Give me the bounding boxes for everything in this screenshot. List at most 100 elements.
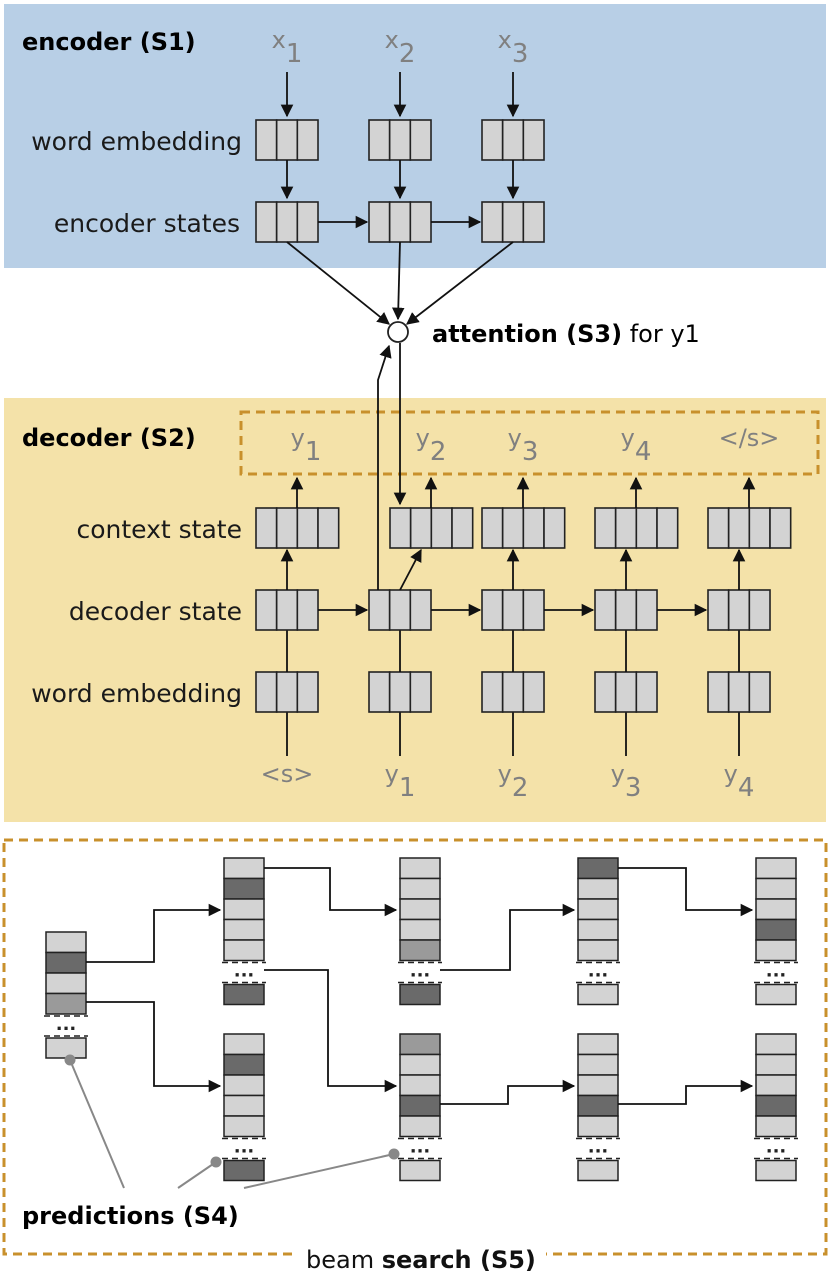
prediction-cell [577,1115,619,1138]
beam-top-step2: ... [398,857,442,1006]
prediction-cell [755,1053,797,1076]
vector-cell [501,507,525,549]
beam-bottom-step2: ... [398,1033,442,1182]
decoder-context-vector [255,507,340,549]
attention-node [387,321,409,343]
decoder-title: decoder (S2) [22,424,196,452]
encoder-row-label-word-embedding: word embedding [31,127,242,156]
prediction-pointer [177,1161,217,1189]
prediction-cell [577,1053,619,1076]
vector-cell [635,507,658,549]
decoder-context-vector [594,507,679,549]
decoder-input-3: y2 [498,760,529,803]
encoder-input-3: x3 [498,26,529,69]
prediction-cell [755,1115,797,1138]
vector-cell [409,507,433,549]
decoder-to-context-arrow [399,548,422,591]
vector-cell [707,671,730,713]
vector-cell [543,507,566,549]
ellipsis: ... [766,1137,787,1158]
vector-cell [388,201,412,243]
prediction-cell [399,1094,441,1117]
beam-edge [440,1079,576,1105]
prediction-cell [223,1159,265,1182]
vector-cell [635,589,658,631]
prediction-cell [223,983,265,1006]
decoder-input-2: y1 [385,760,416,803]
vector-cell [255,119,278,161]
attention-arrow [286,241,390,325]
decoder-input-1: <s> [261,760,314,788]
encoder-input-2: x2 [385,26,416,69]
vector-cell [522,119,545,161]
prediction-cell [577,877,619,900]
beam-top-step3: ... [576,857,620,1006]
prediction-cell [755,898,797,921]
vector-cell [727,671,751,713]
vector-cell [727,507,751,549]
vector-cell [409,671,432,713]
decoder-embedding-vector [481,671,545,713]
beam-edge [264,969,398,1093]
predictions-label: predictions (S4) [22,1202,239,1230]
decoder-embedding-vector [368,671,432,713]
vector-cell [430,507,453,549]
encoder-state-vector [255,201,319,243]
prediction-cell [755,1074,797,1097]
ellipsis: ... [234,961,255,982]
encoder-cells [255,72,545,325]
prediction-cell [399,939,441,962]
prediction-cell [399,1033,441,1056]
prediction-cell [755,877,797,900]
vector-cell [522,507,545,549]
vector-cell [389,507,412,549]
decoder-input-5: y4 [724,760,755,803]
vector-cell [409,201,432,243]
beam-search-label: beam search (S5) [306,1246,536,1274]
prediction-cell [577,918,619,941]
decoder-context-vector [481,507,566,549]
vector-cell [656,507,679,549]
vector-cell [707,507,730,549]
decoder-output-5: </s> [719,424,780,452]
vector-cell [501,671,525,713]
encoder-embedding-vector [368,119,432,161]
decoder-state-vector [481,589,545,631]
ellipsis: ... [410,1137,431,1158]
vector-cell [388,589,412,631]
vector-cell [501,589,525,631]
decoder-row-label-word-embedding: word embedding [31,679,242,708]
decoder-embedding-vector [707,671,771,713]
vector-cell [501,119,525,161]
decoder-state-vector [707,589,771,631]
vector-cell [481,589,504,631]
vector-cell [769,507,792,549]
vector-cell [388,671,412,713]
vector-cell [614,671,638,713]
vector-cell [275,671,299,713]
prediction-cell [399,1115,441,1138]
prediction-cell [755,857,797,880]
encoder-state-vector [368,201,432,243]
prediction-cell [45,992,87,1015]
prediction-cell [577,1094,619,1117]
vector-cell [255,201,278,243]
attention-label: attention (S3) for y1 [432,320,700,348]
decoder-input-4: y3 [611,760,642,803]
prediction-cell [45,931,87,954]
decoder-output-2: y2 [416,424,447,467]
prediction-cell [755,1094,797,1117]
vector-cell [727,589,751,631]
prediction-cell [577,1033,619,1056]
ellipsis: ... [588,961,609,982]
decoder-context-vector [707,507,792,549]
beam-edge [618,1079,754,1105]
vector-cell [296,507,319,549]
ellipsis: ... [410,961,431,982]
vector-cell [635,671,658,713]
beam-search-label-bg [296,1240,546,1276]
vector-cell [594,589,617,631]
vector-cell [275,201,299,243]
